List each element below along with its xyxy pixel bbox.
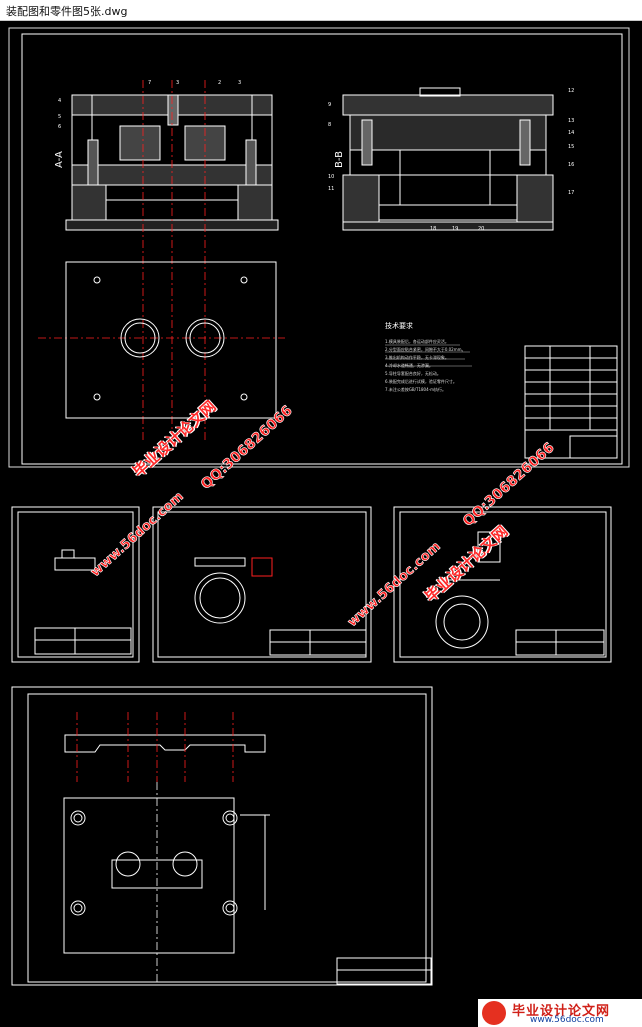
cad-viewport[interactable]: A-A B-B 技术要求 4 5 6 7 3 2 3 12 13 14 15 16 17 8 9 10 11 18… <box>0 21 642 1027</box>
centerlines-left <box>38 80 285 440</box>
callout-right: 16 <box>568 162 574 168</box>
section-label-a: A-A <box>54 151 65 168</box>
footer-site: www.56doc.com <box>530 1015 604 1025</box>
tech-req-line: 4.冷却水道畅通，无渗漏。 <box>385 362 433 368</box>
footer-logo: 毕业设计论文网 www.56doc.com <box>478 999 642 1027</box>
tech-requirements-lines <box>385 344 472 367</box>
sheet-part-1 <box>11 506 140 663</box>
tech-req-line: 5.导柱导套配合良好，无松动。 <box>385 370 441 376</box>
callout-left: 3 <box>176 80 179 86</box>
callout-right: 12 <box>568 88 574 94</box>
callout-right: 15 <box>568 144 574 150</box>
bom-table <box>524 345 618 459</box>
callout-left: 2 <box>218 80 221 86</box>
callout-left: 7 <box>148 80 151 86</box>
callout-left: 4 <box>58 98 61 104</box>
sheet-part-3 <box>393 506 612 663</box>
centerlines-plate <box>76 712 234 985</box>
sheet-assembly <box>8 27 630 468</box>
tech-req-line: 7.未注公差按GB/T1804-m执行。 <box>385 386 446 392</box>
tech-req-line: 6.装配完成后进行试模，验证零件尺寸。 <box>385 378 457 384</box>
sheet-part-2 <box>152 506 372 663</box>
tech-req-line: 1.模具装配后，各运动部件应灵活。 <box>385 338 449 344</box>
window-titlebar: 装配图和零件图5张.dwg <box>0 0 642 21</box>
cad-drawing: A-A B-B 技术要求 4 5 6 7 3 2 3 12 13 14 15 16 17 8 9 10 11 18… <box>8 27 630 986</box>
tech-req-line: 3.推出机构动作平稳，无卡滞现象。 <box>385 354 449 360</box>
callout-right: 19 <box>452 226 458 232</box>
callout-right: 10 <box>328 174 334 180</box>
window-title: 装配图和零件图5张.dwg <box>6 5 128 18</box>
section-label-b: B-B <box>334 151 345 168</box>
callout-right: 8 <box>328 122 331 128</box>
callout-right: 9 <box>328 102 331 108</box>
callout-right: 13 <box>568 118 574 124</box>
sheet-plate <box>11 686 433 986</box>
tech-req-line: 2.分型面应贴合紧密，间隙不大于0.02mm。 <box>385 346 466 352</box>
callout-left: 5 <box>58 114 61 120</box>
callout-right: 18 <box>430 226 436 232</box>
callout-right: 11 <box>328 186 334 192</box>
tech-req-title: 技术要求 <box>385 321 413 330</box>
callout-right: 17 <box>568 190 574 196</box>
section-view-right <box>342 87 554 231</box>
callout-right: 20 <box>478 226 484 232</box>
logo-icon <box>482 1001 506 1025</box>
callout-left: 6 <box>58 124 61 130</box>
callout-left: 3 <box>238 80 241 86</box>
callout-right: 14 <box>568 130 574 136</box>
plan-view-left <box>65 261 277 419</box>
